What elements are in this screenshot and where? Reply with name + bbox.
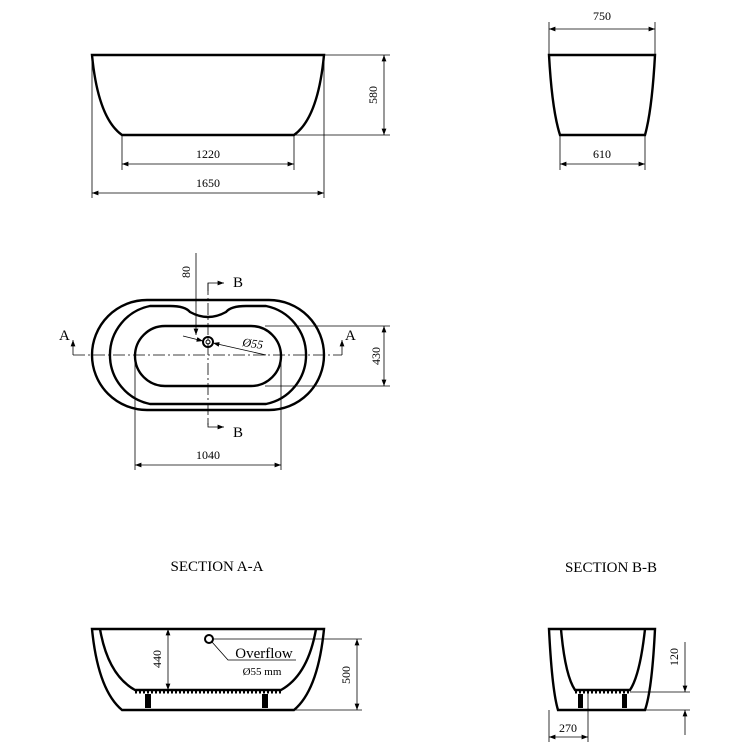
side-view: 750 610 <box>547 9 657 170</box>
section-b-marker-bottom: B <box>233 425 243 441</box>
dim-depth: 440 <box>150 650 164 668</box>
front-view: 580 1220 1650 <box>90 53 390 198</box>
dim-bottom-width-side: 610 <box>593 147 611 161</box>
dim-total-length: 1650 <box>196 176 220 190</box>
section-aa-title: SECTION A-A <box>171 559 264 575</box>
dim-bottom-width: 1220 <box>196 147 220 161</box>
section-bb: SECTION B-B 120 270 <box>547 560 690 742</box>
dim-drain-offset-side: 270 <box>559 721 577 735</box>
section-a-marker-right: A <box>345 328 356 344</box>
section-bb-title: SECTION B-B <box>565 560 657 576</box>
dim-drain-offset: 80 <box>179 266 193 278</box>
overflow-icon <box>204 634 214 644</box>
dim-overflow-height: 500 <box>339 666 353 684</box>
dim-height: 580 <box>366 86 380 104</box>
dim-basin-width: 430 <box>369 347 383 365</box>
dim-base-height: 120 <box>667 648 681 666</box>
dim-basin-length: 1040 <box>196 448 220 462</box>
overflow-size: Ø55 mm <box>243 666 282 678</box>
overflow-label: Overflow <box>235 646 293 662</box>
section-aa: SECTION A-A 440 Overflow Ø55 mm 500 <box>90 559 362 712</box>
section-a-marker-left: A <box>59 328 70 344</box>
dim-top-width: 750 <box>593 9 611 23</box>
drain-diameter: Ø55 <box>241 335 264 352</box>
section-b-marker-top: B <box>233 275 243 291</box>
drain-icon <box>202 336 214 348</box>
plan-view: 80 Ø55 B B A A 430 1040 <box>59 253 390 470</box>
